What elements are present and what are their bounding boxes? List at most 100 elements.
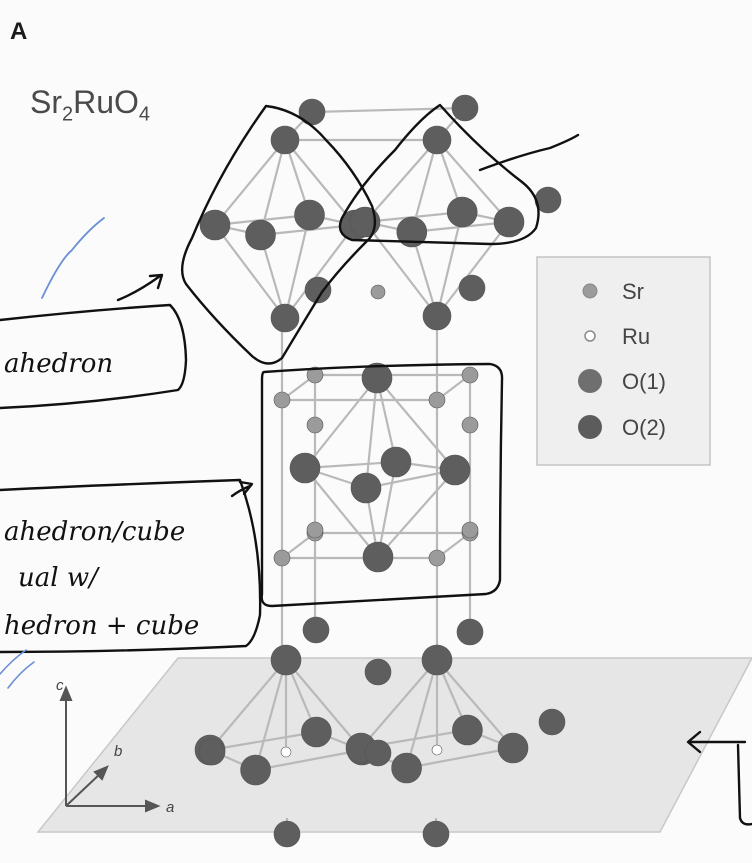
strontium-atom [458,274,486,302]
legend-label-o2: O(2) [622,415,666,440]
oxygen-atom [391,752,422,784]
cube-outline [260,362,504,608]
pyramid-outline [338,103,540,246]
bond [214,139,286,226]
oxygen-atom [273,820,301,848]
cube-arrow [230,480,254,498]
oxygen-atom [362,541,394,573]
strontium-atom [273,391,291,409]
oxygen-atom [349,206,381,238]
oxygen-atom [361,362,393,394]
strontium-atom [306,366,324,384]
legend-label-sr: Sr [622,279,644,304]
ruthenium-atom [431,744,443,756]
strontium-atom [302,616,330,644]
bond [364,377,379,489]
bond [406,746,514,770]
axis-arrows [59,685,161,813]
strontium-atom [364,658,392,686]
check-mark [41,217,105,299]
oxygen-atom [421,644,453,676]
bond [304,467,379,558]
c-arrowhead [59,685,73,701]
oxygen-atom [439,454,471,486]
bond [436,659,514,749]
legend-marker-o1 [578,369,602,393]
hand-annotations [0,103,752,826]
oxygen-atom [422,125,452,155]
strontium-atom [428,391,446,409]
bond [283,214,311,319]
strontium-atom [304,276,332,304]
bond [311,106,466,114]
strontium-atom [198,738,226,766]
ruthenium-atom [280,746,292,758]
oxygen-atom [452,714,483,746]
legend-marker-sr [582,283,598,299]
strontium-atom [461,366,479,384]
oxygen-atom [422,820,450,848]
legend-marker-ru [584,330,596,342]
axis-label-c: c [56,677,64,694]
strontium-atom [461,521,479,539]
plane-arrow [686,730,747,754]
cube-label-line2: ual w/ [18,563,100,593]
bond [304,377,378,469]
oxygen-atom [497,732,529,764]
strontium-atom [538,708,566,736]
strontium-atom [428,549,446,567]
bond [364,221,438,317]
pyramid-pointer [478,133,580,172]
strontium-atom [370,284,386,300]
blue-stroke [0,649,35,689]
strontium-atom [364,739,392,767]
strontium-atom [456,618,484,646]
bond [284,224,356,319]
oxygen-atom [301,716,332,748]
oxygen-atom [289,452,321,484]
bond [285,659,363,751]
oxygen-atom [199,209,231,241]
b-arrowhead [93,765,109,781]
bond [209,659,287,751]
octahedron-label-text: ahedron [4,349,113,379]
bond [405,659,439,769]
a-arrowhead [145,799,161,813]
cube-label-line1: ahedron/cube [4,517,185,547]
bond [436,139,510,223]
atom-group [194,94,566,848]
bond [436,221,510,317]
octahedron-label-box [0,303,188,410]
strontium-atom [451,94,479,122]
axis-label-a: a [166,799,174,816]
oxygen-atom [446,196,478,228]
legend-marker-o2 [578,415,602,439]
oxygen-atom [270,644,302,676]
bond [209,730,317,752]
oxygen-atom [270,125,300,155]
strontium-atom [306,521,324,539]
cube-label-line3: hedron + cube [4,611,199,641]
legend-label-o1: O(1) [622,369,666,394]
bond [254,659,288,771]
strontium-atom [273,549,291,567]
oxygen-atom [294,199,325,231]
formula-title: Sr2RuO4 [30,84,151,126]
oxygen-atom [422,301,452,331]
bond [360,659,438,749]
axis-label-b: b [114,743,122,760]
bond [376,377,456,471]
bond [377,469,456,558]
strontium-atom [306,416,324,434]
cube-label-box [0,478,262,654]
oxygen-atom [396,216,428,248]
oxygen-atom [350,472,382,504]
octahedron-outline [180,104,377,365]
bond [364,139,438,223]
oxygen-atom [245,219,276,251]
legend-box [536,256,711,466]
legend-label-ru: Ru [622,324,650,349]
strontium-atom [298,98,326,126]
oxygen-atom [493,206,525,238]
